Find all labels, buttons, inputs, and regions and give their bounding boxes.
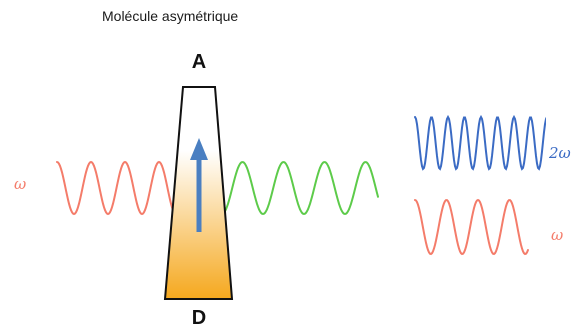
- output-wave-second-harmonic: [414, 114, 546, 171]
- second-harmonic-label: 2ω: [548, 144, 571, 162]
- fundamental-label: ω: [551, 226, 563, 244]
- dipole-arrowhead: [190, 138, 208, 160]
- acceptor-label: A: [192, 51, 206, 73]
- transmitted-wave: [221, 161, 379, 216]
- donor-label: D: [192, 307, 206, 329]
- input-frequency-label: ω: [14, 175, 26, 193]
- input-wave: [56, 160, 176, 216]
- output-wave-fundamental: [414, 198, 529, 256]
- diagram-title: Molécule asymétrique: [102, 8, 238, 24]
